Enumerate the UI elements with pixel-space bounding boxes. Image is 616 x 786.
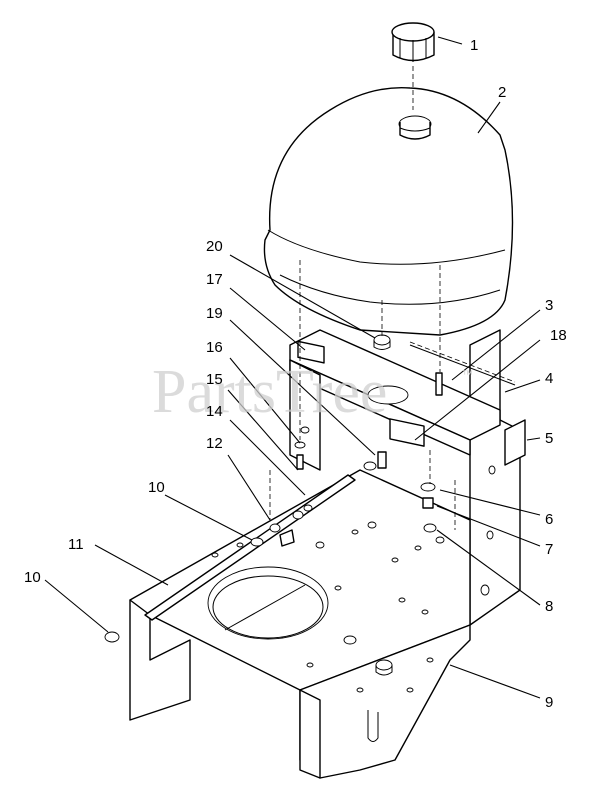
label-17 — [297, 340, 325, 364]
callout-1: 1 — [470, 37, 478, 54]
callout-19: 19 — [206, 305, 223, 322]
callout-8: 8 — [545, 598, 553, 615]
watermark-trademark: ™ — [462, 369, 473, 381]
callout-labels: 1 2 3 4 5 6 7 8 9 10 10 11 12 14 15 16 1… — [24, 37, 567, 711]
callout-4: 4 — [545, 370, 553, 387]
deck-holes — [211, 465, 496, 693]
callout-17: 17 — [206, 271, 223, 288]
callout-6: 6 — [545, 511, 553, 528]
callout-10-upper: 10 — [148, 479, 165, 496]
callout-7: 7 — [545, 541, 553, 558]
callout-2: 2 — [498, 84, 506, 101]
callout-5: 5 — [545, 430, 553, 447]
callout-20: 20 — [206, 238, 223, 255]
callout-3: 3 — [545, 297, 553, 314]
leader-lines — [44, 36, 541, 699]
callout-14: 14 — [206, 403, 223, 420]
frame-assembly — [129, 329, 521, 779]
callout-12: 12 — [206, 435, 223, 452]
callout-10-lower: 10 — [24, 569, 41, 586]
callout-11: 11 — [68, 536, 84, 553]
callout-9: 9 — [545, 694, 553, 711]
tank-bracket — [289, 329, 526, 471]
callout-15: 15 — [206, 371, 223, 388]
fuel-cap — [391, 22, 435, 62]
callout-16: 16 — [206, 339, 223, 356]
watermark: PartsTree — [152, 358, 387, 426]
callout-18: 18 — [550, 327, 567, 344]
assembly-lines — [269, 66, 456, 530]
hardware — [104, 334, 516, 643]
fuel-tank — [263, 86, 514, 336]
